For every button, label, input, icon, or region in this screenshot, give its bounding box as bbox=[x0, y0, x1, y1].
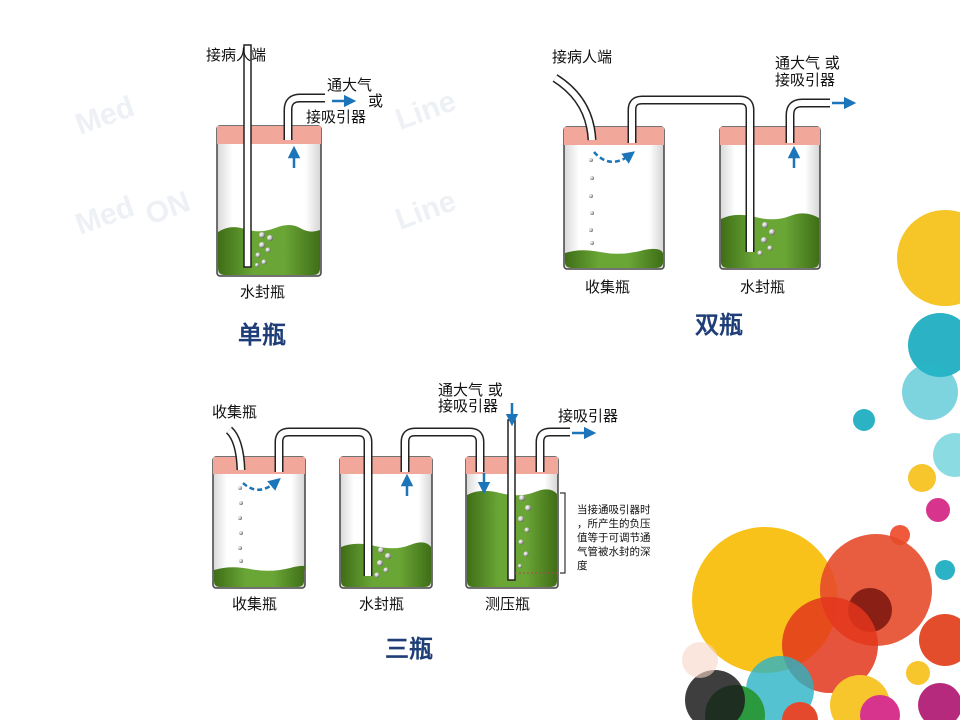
vent-label-line1: 通大气 或 bbox=[438, 381, 503, 399]
vent-label-line1: 通大气 bbox=[327, 76, 372, 94]
patient-label: 接病人端 bbox=[206, 46, 266, 64]
drips-icon bbox=[589, 158, 594, 245]
svg-text:度: 度 bbox=[577, 559, 588, 572]
drips-icon bbox=[238, 486, 243, 563]
double-bottle-panel: 接病人端 通大气 或 接吸引器 收集瓶 水封瓶 双瓶 bbox=[552, 48, 857, 339]
bottle3-label: 测压瓶 bbox=[485, 595, 530, 613]
svg-text:气管被水封的深: 气管被水封的深 bbox=[577, 545, 651, 558]
bottle1-label: 收集瓶 bbox=[232, 595, 277, 613]
bottle-label: 水封瓶 bbox=[240, 283, 285, 301]
svg-text:当接通吸引器时: 当接通吸引器时 bbox=[577, 503, 651, 516]
vent-label-line3: 接吸引器 bbox=[306, 108, 366, 126]
svg-text:，所产生的负压: ，所产生的负压 bbox=[577, 517, 651, 530]
panel-title: 双瓶 bbox=[695, 311, 743, 339]
svg-text:Line: Line bbox=[391, 184, 460, 236]
vent-label-line2: 接吸引器 bbox=[775, 71, 835, 89]
bottle1-label: 收集瓶 bbox=[585, 278, 630, 296]
flow-arrow-icon bbox=[242, 478, 281, 491]
svg-text:Med: Med bbox=[71, 190, 139, 242]
panel-title: 单瓶 bbox=[238, 320, 286, 349]
suction-label: 接吸引器 bbox=[558, 407, 618, 425]
decorative-circles bbox=[682, 210, 960, 720]
flow-arrow-icon bbox=[593, 151, 636, 164]
svg-text:ON: ON bbox=[141, 185, 195, 231]
bubbles-icon bbox=[255, 232, 273, 267]
vent-label-line2: 接吸引器 bbox=[438, 397, 498, 415]
panel-title: 三瓶 bbox=[385, 635, 433, 663]
bubbles-icon bbox=[757, 222, 775, 256]
vent-label-line2: 或 bbox=[368, 92, 383, 110]
patient-label: 接病人端 bbox=[552, 48, 612, 66]
bottle2-label: 水封瓶 bbox=[740, 278, 785, 296]
single-bottle-panel: 接病人端 通大气 或 接吸引器 水封瓶 单瓶 bbox=[206, 44, 383, 349]
svg-text:Line: Line bbox=[391, 84, 460, 136]
triple-bottle-panel: 收集瓶 通大气 或 接吸引器 接吸引器 收集瓶 水封瓶 测压瓶 当接通吸引器时 … bbox=[212, 381, 651, 663]
patient-tube bbox=[243, 44, 252, 268]
bottle2-label: 水封瓶 bbox=[359, 595, 404, 613]
svg-text:Med: Med bbox=[71, 90, 139, 142]
inlet-label: 收集瓶 bbox=[212, 403, 257, 421]
bottle-cap bbox=[217, 126, 321, 144]
bubbles-icon bbox=[374, 495, 531, 578]
depth-note: 当接通吸引器时 ，所产生的负压 值等于可调节通 气管被水封的深 度 bbox=[577, 503, 651, 572]
vent-label-line1: 通大气 或 bbox=[775, 54, 840, 72]
depth-bracket bbox=[560, 492, 566, 574]
svg-text:值等于可调节通: 值等于可调节通 bbox=[577, 531, 651, 544]
